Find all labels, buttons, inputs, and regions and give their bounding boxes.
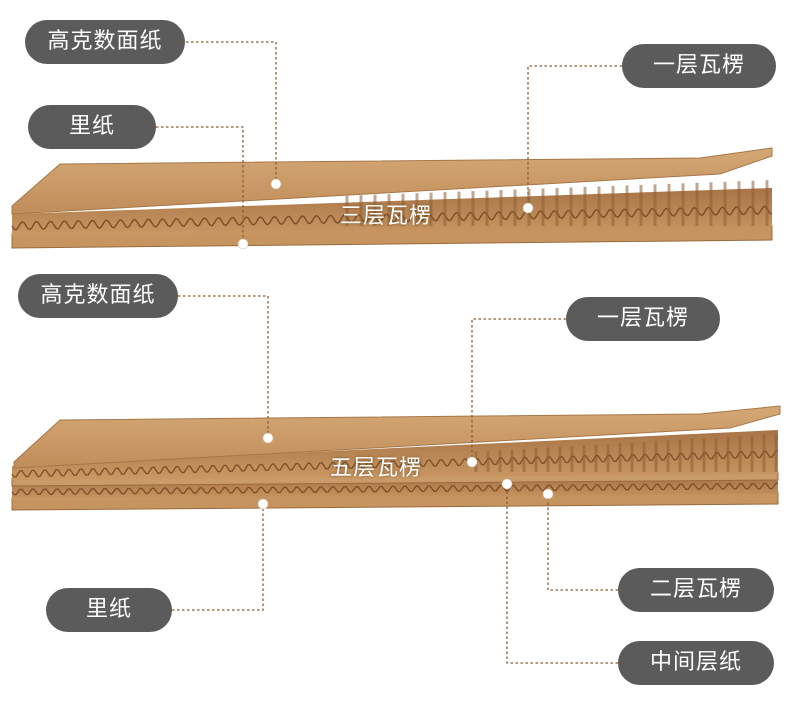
dot-bottom-flute-one xyxy=(466,456,478,468)
leader-bottom-facing xyxy=(178,295,269,438)
label-five-ply: 五层瓦楞 xyxy=(330,456,423,481)
dot-top-flute xyxy=(522,202,534,214)
label-top-facing-paper: 高克数面纸 xyxy=(25,20,185,64)
bottom-wave-one xyxy=(11,450,778,478)
leader-lines xyxy=(156,41,622,664)
bottom-wave-two xyxy=(11,482,778,496)
leader-bottom-liner xyxy=(172,504,264,611)
five-ply-board xyxy=(11,405,781,511)
top-flute-body xyxy=(12,188,772,236)
top-flute-wave xyxy=(11,205,773,231)
marker-dots xyxy=(237,178,554,510)
label-bottom-facing-paper: 高克数面纸 xyxy=(18,274,178,318)
label-three-ply: 三层瓦楞 xyxy=(340,204,433,229)
leader-bottom-flute-two xyxy=(547,494,618,591)
leader-bottom-middle xyxy=(506,484,618,664)
dot-bottom-middle xyxy=(501,478,513,490)
label-top-liner-paper: 里纸 xyxy=(28,105,156,149)
top-facing-sheet xyxy=(11,147,773,215)
bottom-flute-ridges xyxy=(474,434,778,472)
dot-bottom-flute-two xyxy=(542,488,554,500)
leader-top-facing xyxy=(186,41,277,184)
label-top-flute-one: 一层瓦楞 xyxy=(622,44,776,88)
dot-top-liner xyxy=(237,238,249,250)
leader-top-flute xyxy=(527,65,622,208)
leader-bottom-flute-one xyxy=(471,318,566,462)
bottom-facing-sheet xyxy=(13,405,781,469)
label-bottom-flute-one: 一层瓦楞 xyxy=(566,297,720,341)
dot-bottom-liner xyxy=(257,498,269,510)
dot-bottom-facing xyxy=(262,432,274,444)
label-bottom-middle-paper: 中间层纸 xyxy=(618,641,774,685)
top-flute-ridges xyxy=(345,180,769,226)
dot-top-facing xyxy=(270,178,282,190)
leader-top-liner xyxy=(156,126,244,244)
three-ply-board xyxy=(11,147,773,249)
label-bottom-flute-two: 二层瓦楞 xyxy=(618,568,774,612)
label-bottom-liner-paper: 里纸 xyxy=(46,588,172,632)
